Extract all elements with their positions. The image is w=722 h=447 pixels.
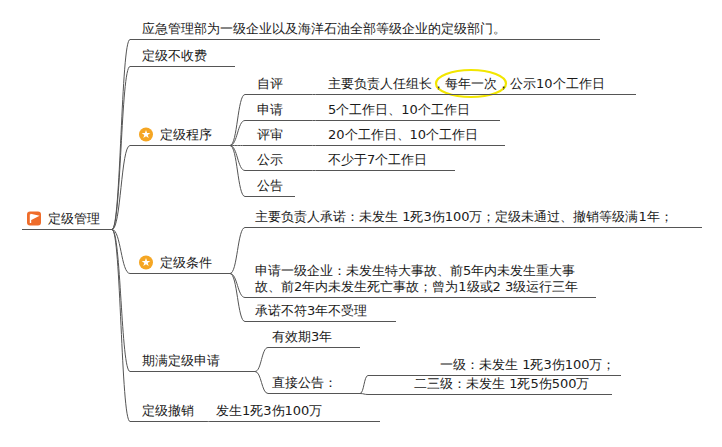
node-label: 一级：未发生 1死3伤100万； (440, 357, 616, 372)
branch-link (360, 394, 368, 395)
branch-node: 承诺不符3年不受理 (245, 303, 396, 322)
node-label: 公告 (257, 178, 283, 193)
node-label: 定级条件 (160, 255, 212, 270)
branch-node: 主要负责人任组长，每年一次，公示10个工作日 (318, 76, 636, 95)
branch-node: 有效期3年 (268, 329, 360, 348)
branch-node: 定级撤销 (130, 403, 205, 422)
branch-link (230, 95, 245, 146)
node-label: 发生1死3伤100万 (216, 403, 322, 418)
branch-link (112, 67, 130, 230)
branch-node: 定级程序 (130, 127, 230, 146)
node-label: 定级不收费 (142, 48, 207, 63)
node-label: 二三级：未发生 1死5伤500万 (414, 376, 590, 391)
branch-node: 不少于7个工作日 (318, 152, 455, 171)
node-label: 20个工作日、10个工作日 (328, 127, 478, 142)
branch-link (230, 274, 245, 322)
branch-link (255, 372, 268, 394)
node-label: 应急管理部为一级企业以及海洋石油全部等级企业的定级部门。 (142, 21, 506, 36)
node-label: 期满定级申请 (142, 353, 220, 368)
edge-group (112, 40, 368, 422)
branch-link (112, 230, 130, 372)
branch-link (360, 376, 368, 394)
branch-node: 公示 (245, 152, 310, 171)
branch-link (205, 421, 212, 422)
branch-link (310, 145, 318, 146)
branch-link (230, 274, 245, 298)
branch-node: 期满定级申请 (130, 353, 255, 372)
branch-node: 定级管理 (22, 211, 112, 230)
branch-node: 20个工作日、10个工作日 (318, 127, 505, 146)
node-label: 自评 (257, 76, 283, 91)
node-label: 不少于7个工作日 (328, 152, 427, 167)
branch-link (112, 146, 130, 230)
branch-node: 应急管理部为一级企业以及海洋石油全部等级企业的定级部门。 (130, 21, 600, 40)
branch-node: 5个工作日、10个工作日 (318, 102, 500, 121)
node-label: 定级管理 (48, 211, 100, 226)
branch-link (255, 348, 268, 372)
node-label: 直接公告： (272, 375, 337, 390)
star-icon (139, 256, 153, 270)
branch-link (230, 146, 245, 171)
node-label: 有效期3年 (272, 329, 332, 344)
branch-link (112, 40, 130, 230)
branch-node: 公告 (245, 178, 295, 197)
flag-icon (27, 212, 41, 226)
node-label: 申请一级企业：未发生特大事故、前5年内未发生重大事故、前2年内未发生死亡事故；曾… (255, 263, 578, 294)
node-label: 主要负责人承诺：未发生 1死3伤100万；定级未通过、撤销等级满1年； (255, 209, 673, 224)
branch-node: 二三级：未发生 1死5伤500万 (368, 376, 612, 395)
node-label: 主要负责人任组长，每年一次，公示10个工作日 (328, 76, 605, 91)
star-icon (139, 128, 153, 142)
branch-link (310, 170, 318, 171)
branch-node: 直接公告： (268, 375, 360, 394)
node-label: 申请 (257, 102, 283, 117)
branch-node: 评审 (245, 127, 310, 146)
branch-link (230, 121, 245, 146)
node-label: 承诺不符3年不受理 (255, 303, 367, 318)
branch-node: 发生1死3伤100万 (212, 403, 380, 422)
node-label: 5个工作日、10个工作日 (328, 102, 470, 117)
node-label: 评审 (257, 127, 283, 142)
branch-node: 定级不收费 (130, 48, 235, 67)
branch-link (112, 230, 130, 422)
branch-node: 申请一级企业：未发生特大事故、前5年内未发生重大事故、前2年内未发生死亡事故；曾… (245, 263, 596, 298)
branch-node: 一级：未发生 1死3伤100万； (368, 357, 621, 376)
branch-link (230, 228, 245, 274)
node-label: 定级撤销 (142, 403, 194, 418)
branch-node: 主要负责人承诺：未发生 1死3伤100万；定级未通过、撤销等级满1年； (245, 209, 702, 228)
node-label: 公示 (257, 152, 283, 167)
branch-node: 申请 (245, 102, 310, 121)
branch-node: 定级条件 (130, 255, 230, 274)
branch-link (310, 120, 318, 121)
branch-link (230, 146, 245, 197)
branch-link (310, 94, 318, 95)
node-label: 定级程序 (160, 127, 212, 142)
branch-node: 自评 (245, 76, 310, 95)
